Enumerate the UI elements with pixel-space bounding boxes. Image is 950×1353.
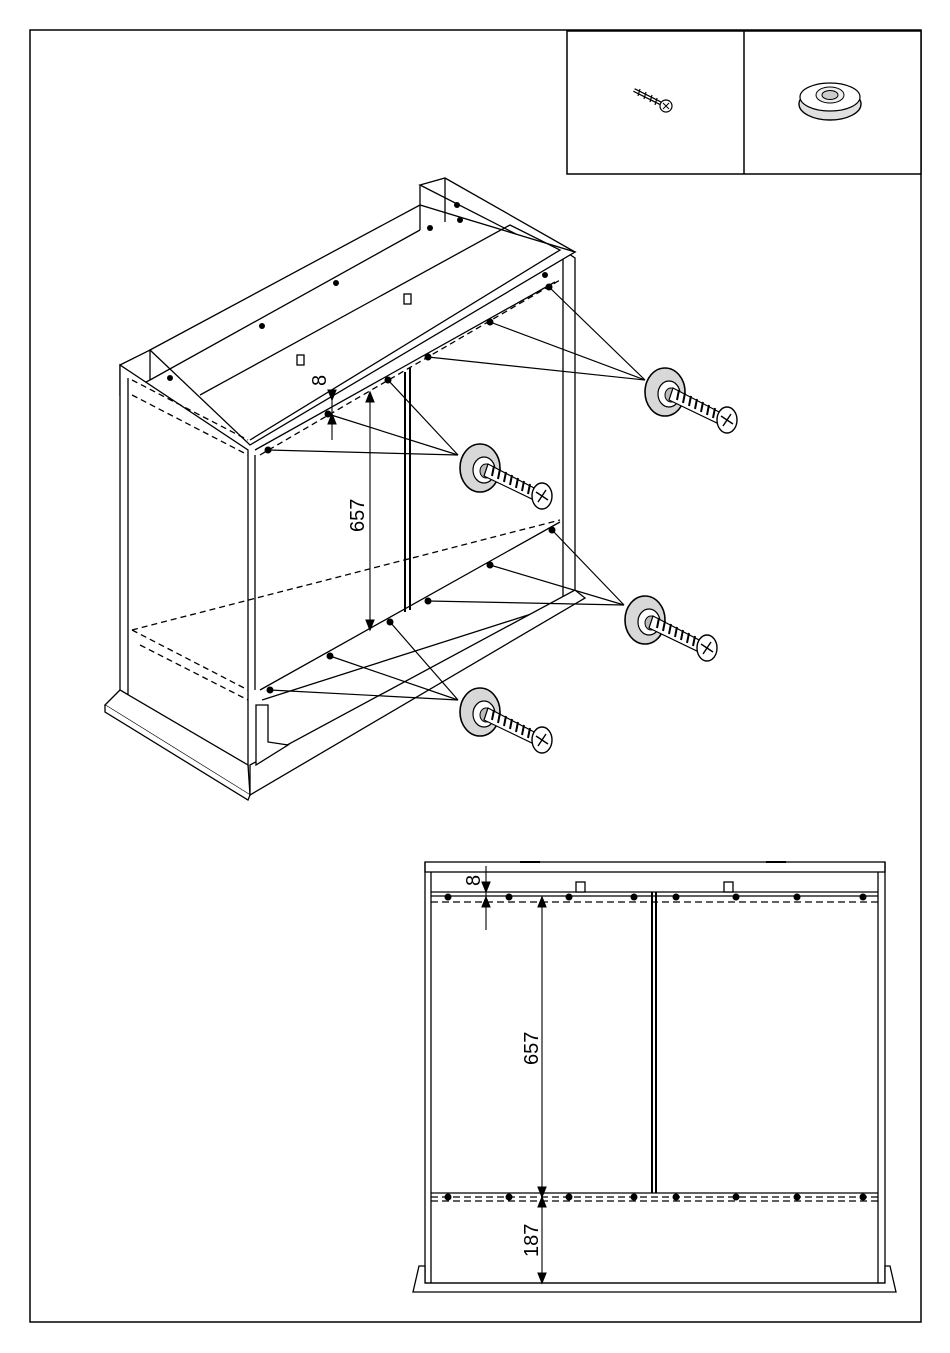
iso-dim-panel-height: 657 — [347, 499, 369, 532]
screw-washer-callout-1 — [645, 368, 737, 433]
iso-dim-top-offset: 8 — [309, 375, 331, 386]
screw-washer-callout-4 — [460, 688, 552, 753]
screw-washer-callout-2 — [460, 444, 552, 509]
front-dim-bottom-offset: 187 — [521, 1224, 543, 1257]
front-view-dimension-lines — [482, 866, 546, 1283]
screw-washer-callout-3 — [625, 596, 717, 661]
front-dim-panel-height: 657 — [521, 1032, 543, 1065]
parts-box — [567, 31, 921, 174]
cup-washer-icon — [799, 83, 861, 120]
front-dim-top-offset: 8 — [463, 875, 485, 886]
